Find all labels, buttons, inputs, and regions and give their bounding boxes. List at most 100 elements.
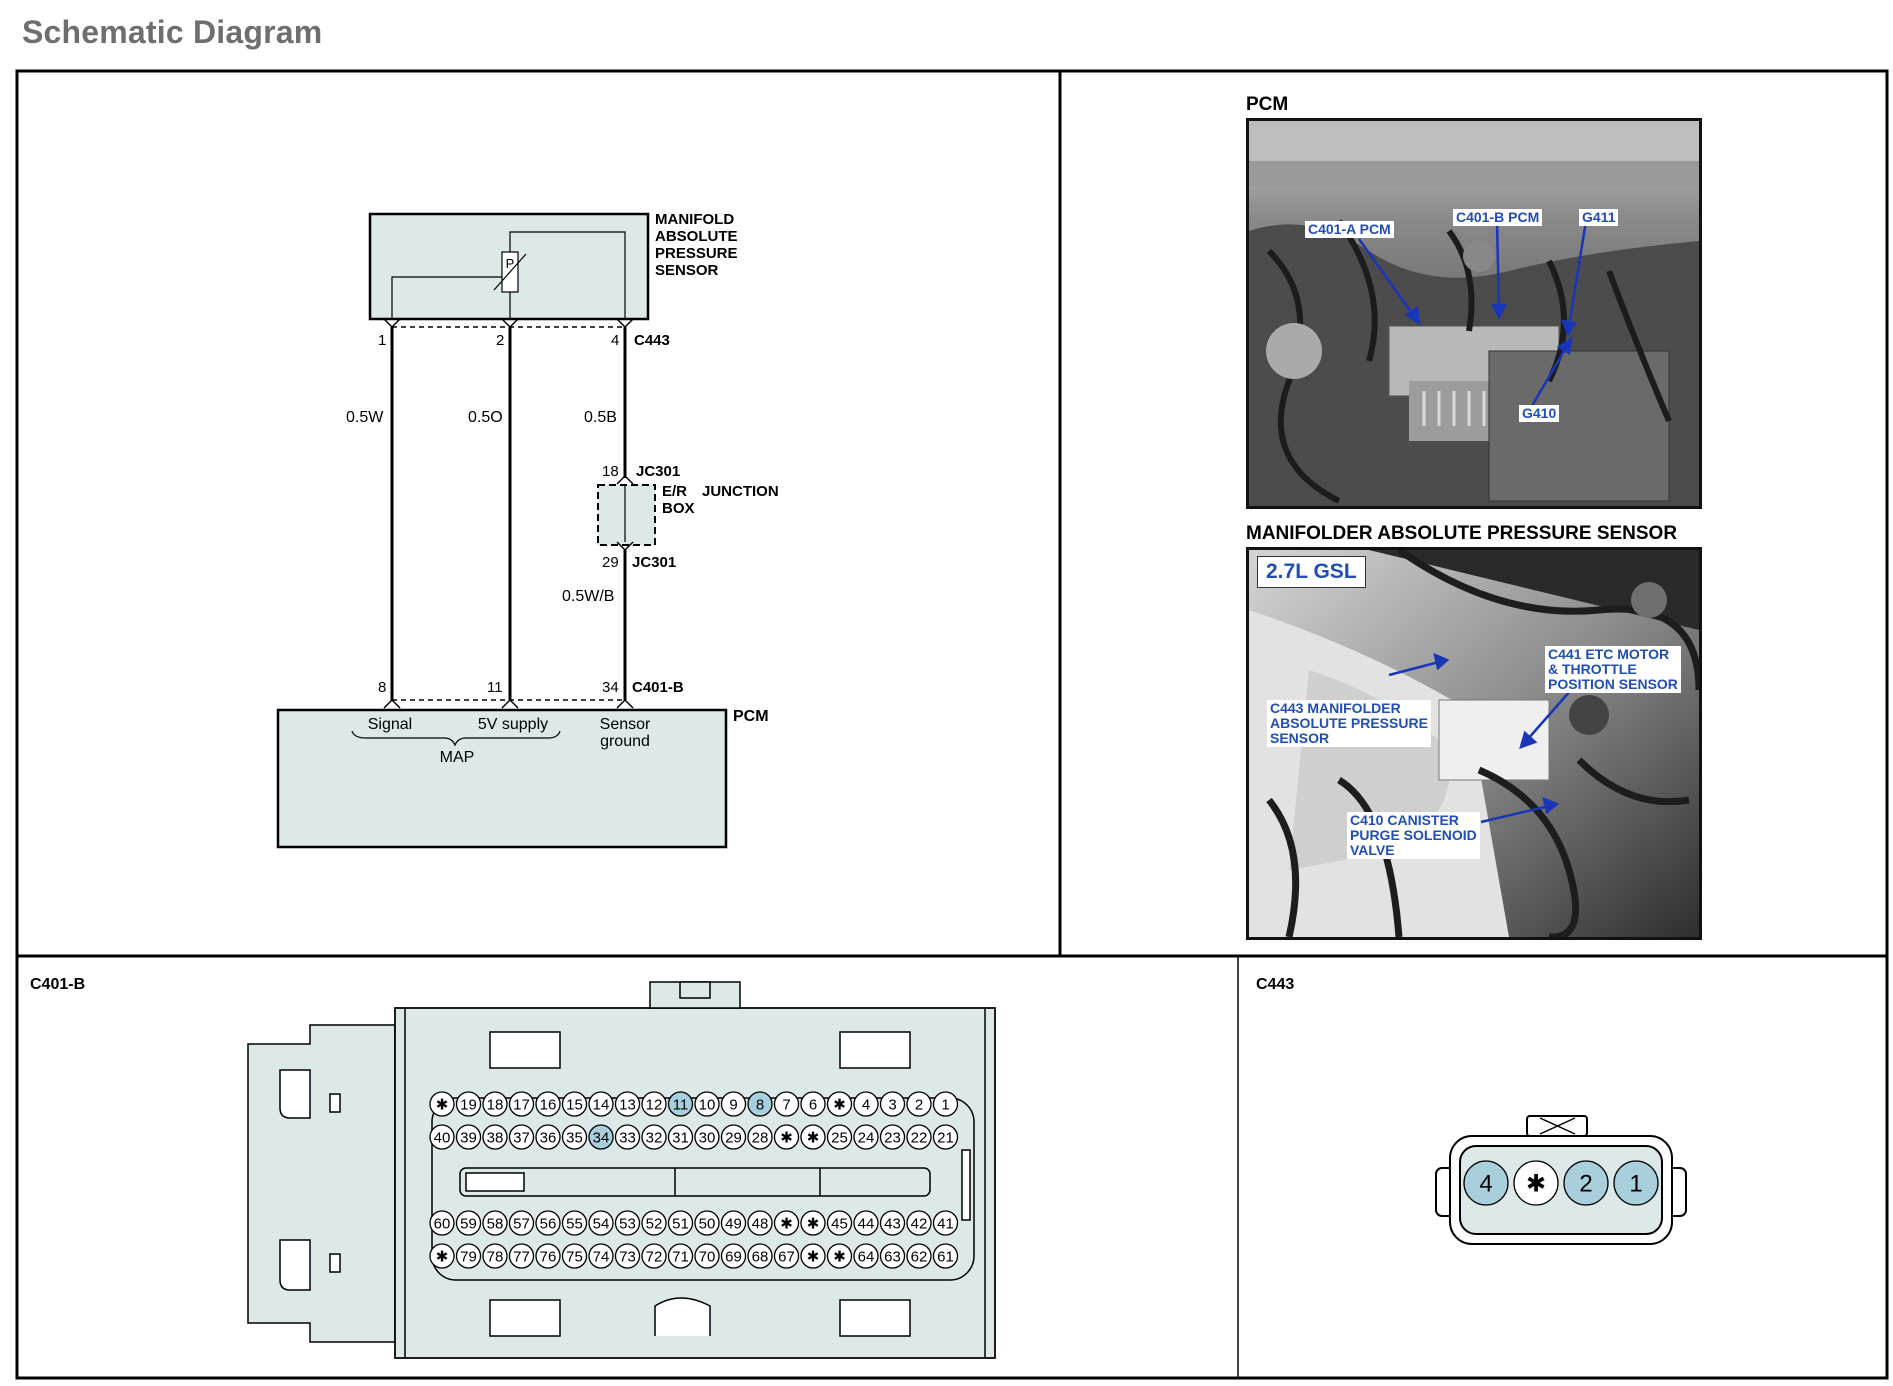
c401b-pin-37-label: 37: [513, 1129, 530, 1146]
c401b-pin-53-label: 53: [619, 1215, 636, 1232]
map-sensor-photo-heading: MANIFOLDER ABSOLUTE PRESSURE SENSOR: [1246, 523, 1678, 544]
c401b-pin-30: [694, 1124, 720, 1150]
c401b-pin-17-label: 17: [513, 1096, 530, 1113]
c401b-pin-59: [455, 1210, 482, 1236]
sensor-pin-4: 4: [611, 332, 619, 349]
callout-c443-map-sensor: C443 MANIFOLDER ABSOLUTE PRESSURE SENSOR: [1267, 700, 1431, 747]
junction-connector-bottom: JC301: [632, 554, 676, 571]
c401b-pin-64: [853, 1243, 879, 1269]
c401b-pin-58: [482, 1210, 508, 1236]
c401b-pin-77: [508, 1243, 535, 1269]
c401b-pin-11: [667, 1091, 694, 1117]
c401b-pin-13-label: 13: [619, 1096, 636, 1113]
c401b-pin-39-label: 39: [460, 1129, 477, 1146]
c401b-pin-32: [641, 1124, 667, 1150]
c401b-pin-31: [667, 1124, 694, 1150]
c401b-pin-16: [535, 1091, 561, 1117]
c401b-pin-29: [720, 1124, 747, 1150]
sensor-pin-2: 2: [496, 332, 504, 349]
c401b-pin-8-label: 8: [756, 1096, 764, 1113]
c401b-pin-71: [667, 1243, 694, 1269]
c401b-pin-57-label: 57: [513, 1215, 530, 1232]
c401b-pin-79-label: 79: [460, 1248, 477, 1265]
c401b-pin-68: [747, 1243, 773, 1269]
c401b-pin-54: [588, 1210, 614, 1236]
c401b-pin-70: [694, 1243, 720, 1269]
c401b-pin-25: [826, 1124, 853, 1150]
c401b-pin-23: [879, 1124, 906, 1150]
c401b-pin-35-label: 35: [566, 1129, 583, 1146]
sensor-label-line-4: SENSOR: [655, 262, 719, 279]
c401b-pin-14: [588, 1091, 614, 1117]
c401b-pin-61: [932, 1243, 959, 1269]
callout-c441-etc-motor: C441 ETC MOTOR & THROTTLE POSITION SENSO…: [1545, 646, 1681, 693]
wiring-schematic: P MANIFOLD ABSOLUTE PRESSURE SENSOR 1 2 …: [276, 211, 779, 849]
map-group-brace: [351, 730, 561, 747]
c401b-pin-51-label: 51: [672, 1215, 689, 1232]
pcm-pin-11: 11: [487, 679, 503, 696]
junction-box: [597, 474, 656, 552]
c401b-pin-blank-label: ✱: [436, 1096, 449, 1113]
c401b-pin-73-label: 73: [619, 1248, 636, 1265]
c401b-pin-49: [720, 1210, 747, 1236]
c401b-pin-56-label: 56: [540, 1215, 557, 1232]
sensor-symbol: P: [506, 256, 515, 271]
pcm-location-photo: C401-A PCM C401-B PCM G411 G410: [1246, 118, 1702, 509]
c401b-pin-52-label: 52: [646, 1215, 663, 1232]
c401b-pin-73: [614, 1243, 641, 1269]
c443-pin-blank: [1513, 1160, 1559, 1206]
c401b-pin-4-label: 4: [862, 1096, 870, 1113]
c401b-pin-2-label: 2: [915, 1096, 923, 1113]
c401b-pin-3-label: 3: [888, 1096, 896, 1113]
c443-title: C443: [1256, 976, 1294, 993]
c401b-pin-25-label: 25: [831, 1129, 848, 1146]
c401b-pin-41-label: 41: [937, 1215, 954, 1232]
pcm-ground-label-2: ground: [600, 733, 650, 750]
c401b-pin-blank: [800, 1243, 826, 1269]
c401b-pin-blank-label: ✱: [833, 1096, 846, 1113]
c401b-pin-79: [455, 1243, 482, 1269]
c443-pin-2-label: 2: [1579, 1171, 1592, 1198]
map-group-label: MAP: [440, 749, 475, 766]
c401b-pin-23-label: 23: [884, 1129, 901, 1146]
map-sensor-location-photo: 2.7L GSL C441 ETC MOTOR & THROTTLE POSIT…: [1246, 547, 1702, 940]
c401b-pin-22-label: 22: [911, 1129, 928, 1146]
callout-c410-canister-purge: C410 CANISTER PURGE SOLENOID VALVE: [1347, 812, 1480, 859]
c401b-pin-67-label: 67: [778, 1248, 795, 1265]
c401b-pin-blank: [429, 1243, 455, 1269]
c401b-pin-1-label: 1: [941, 1096, 949, 1113]
c401b-pin-41: [932, 1210, 959, 1236]
c401b-pin-blank: [800, 1124, 826, 1150]
c401b-pin-74-label: 74: [593, 1248, 610, 1265]
junction-label-junction: JUNCTION: [702, 483, 779, 500]
engine-badge: 2.7L GSL: [1257, 556, 1366, 588]
c401b-pin-blank-label: ✱: [807, 1248, 820, 1265]
c401b-pin-55: [561, 1210, 588, 1236]
sensor-internal-wiring: [391, 231, 626, 319]
junction-label-box: BOX: [662, 500, 695, 517]
c401b-pin-44-label: 44: [858, 1215, 875, 1232]
c401b-pin-64-label: 64: [858, 1248, 875, 1265]
c401b-pin-24-label: 24: [858, 1129, 875, 1146]
c401b-pin-44: [853, 1210, 879, 1236]
junction-label-er: E/R: [662, 483, 687, 500]
c401b-pin-63-label: 63: [884, 1248, 901, 1265]
c401b-pin-36: [535, 1124, 561, 1150]
callout-g410: G410: [1519, 405, 1560, 422]
c401b-pin-1: [932, 1091, 959, 1117]
c401b-pin-19: [455, 1091, 482, 1117]
c401b-pin-34-label: 34: [593, 1129, 610, 1146]
c401b-pin-36-label: 36: [540, 1129, 557, 1146]
c401b-pin-6-label: 6: [809, 1096, 817, 1113]
c401b-pin-blank: [800, 1210, 826, 1236]
c401b-pin-blank: [773, 1210, 800, 1236]
c401b-pin-33: [614, 1124, 641, 1150]
c401b-pin-58-label: 58: [487, 1215, 504, 1232]
wire-signal-code: 0.5W: [346, 409, 384, 426]
junction-connector-top: JC301: [636, 463, 680, 480]
c401b-pin-2: [906, 1091, 932, 1117]
c401b-pin-48-label: 48: [752, 1215, 769, 1232]
c401b-pin-60-label: 60: [434, 1215, 451, 1232]
c401b-pin-48: [747, 1210, 773, 1236]
c401b-pin-78: [482, 1243, 508, 1269]
